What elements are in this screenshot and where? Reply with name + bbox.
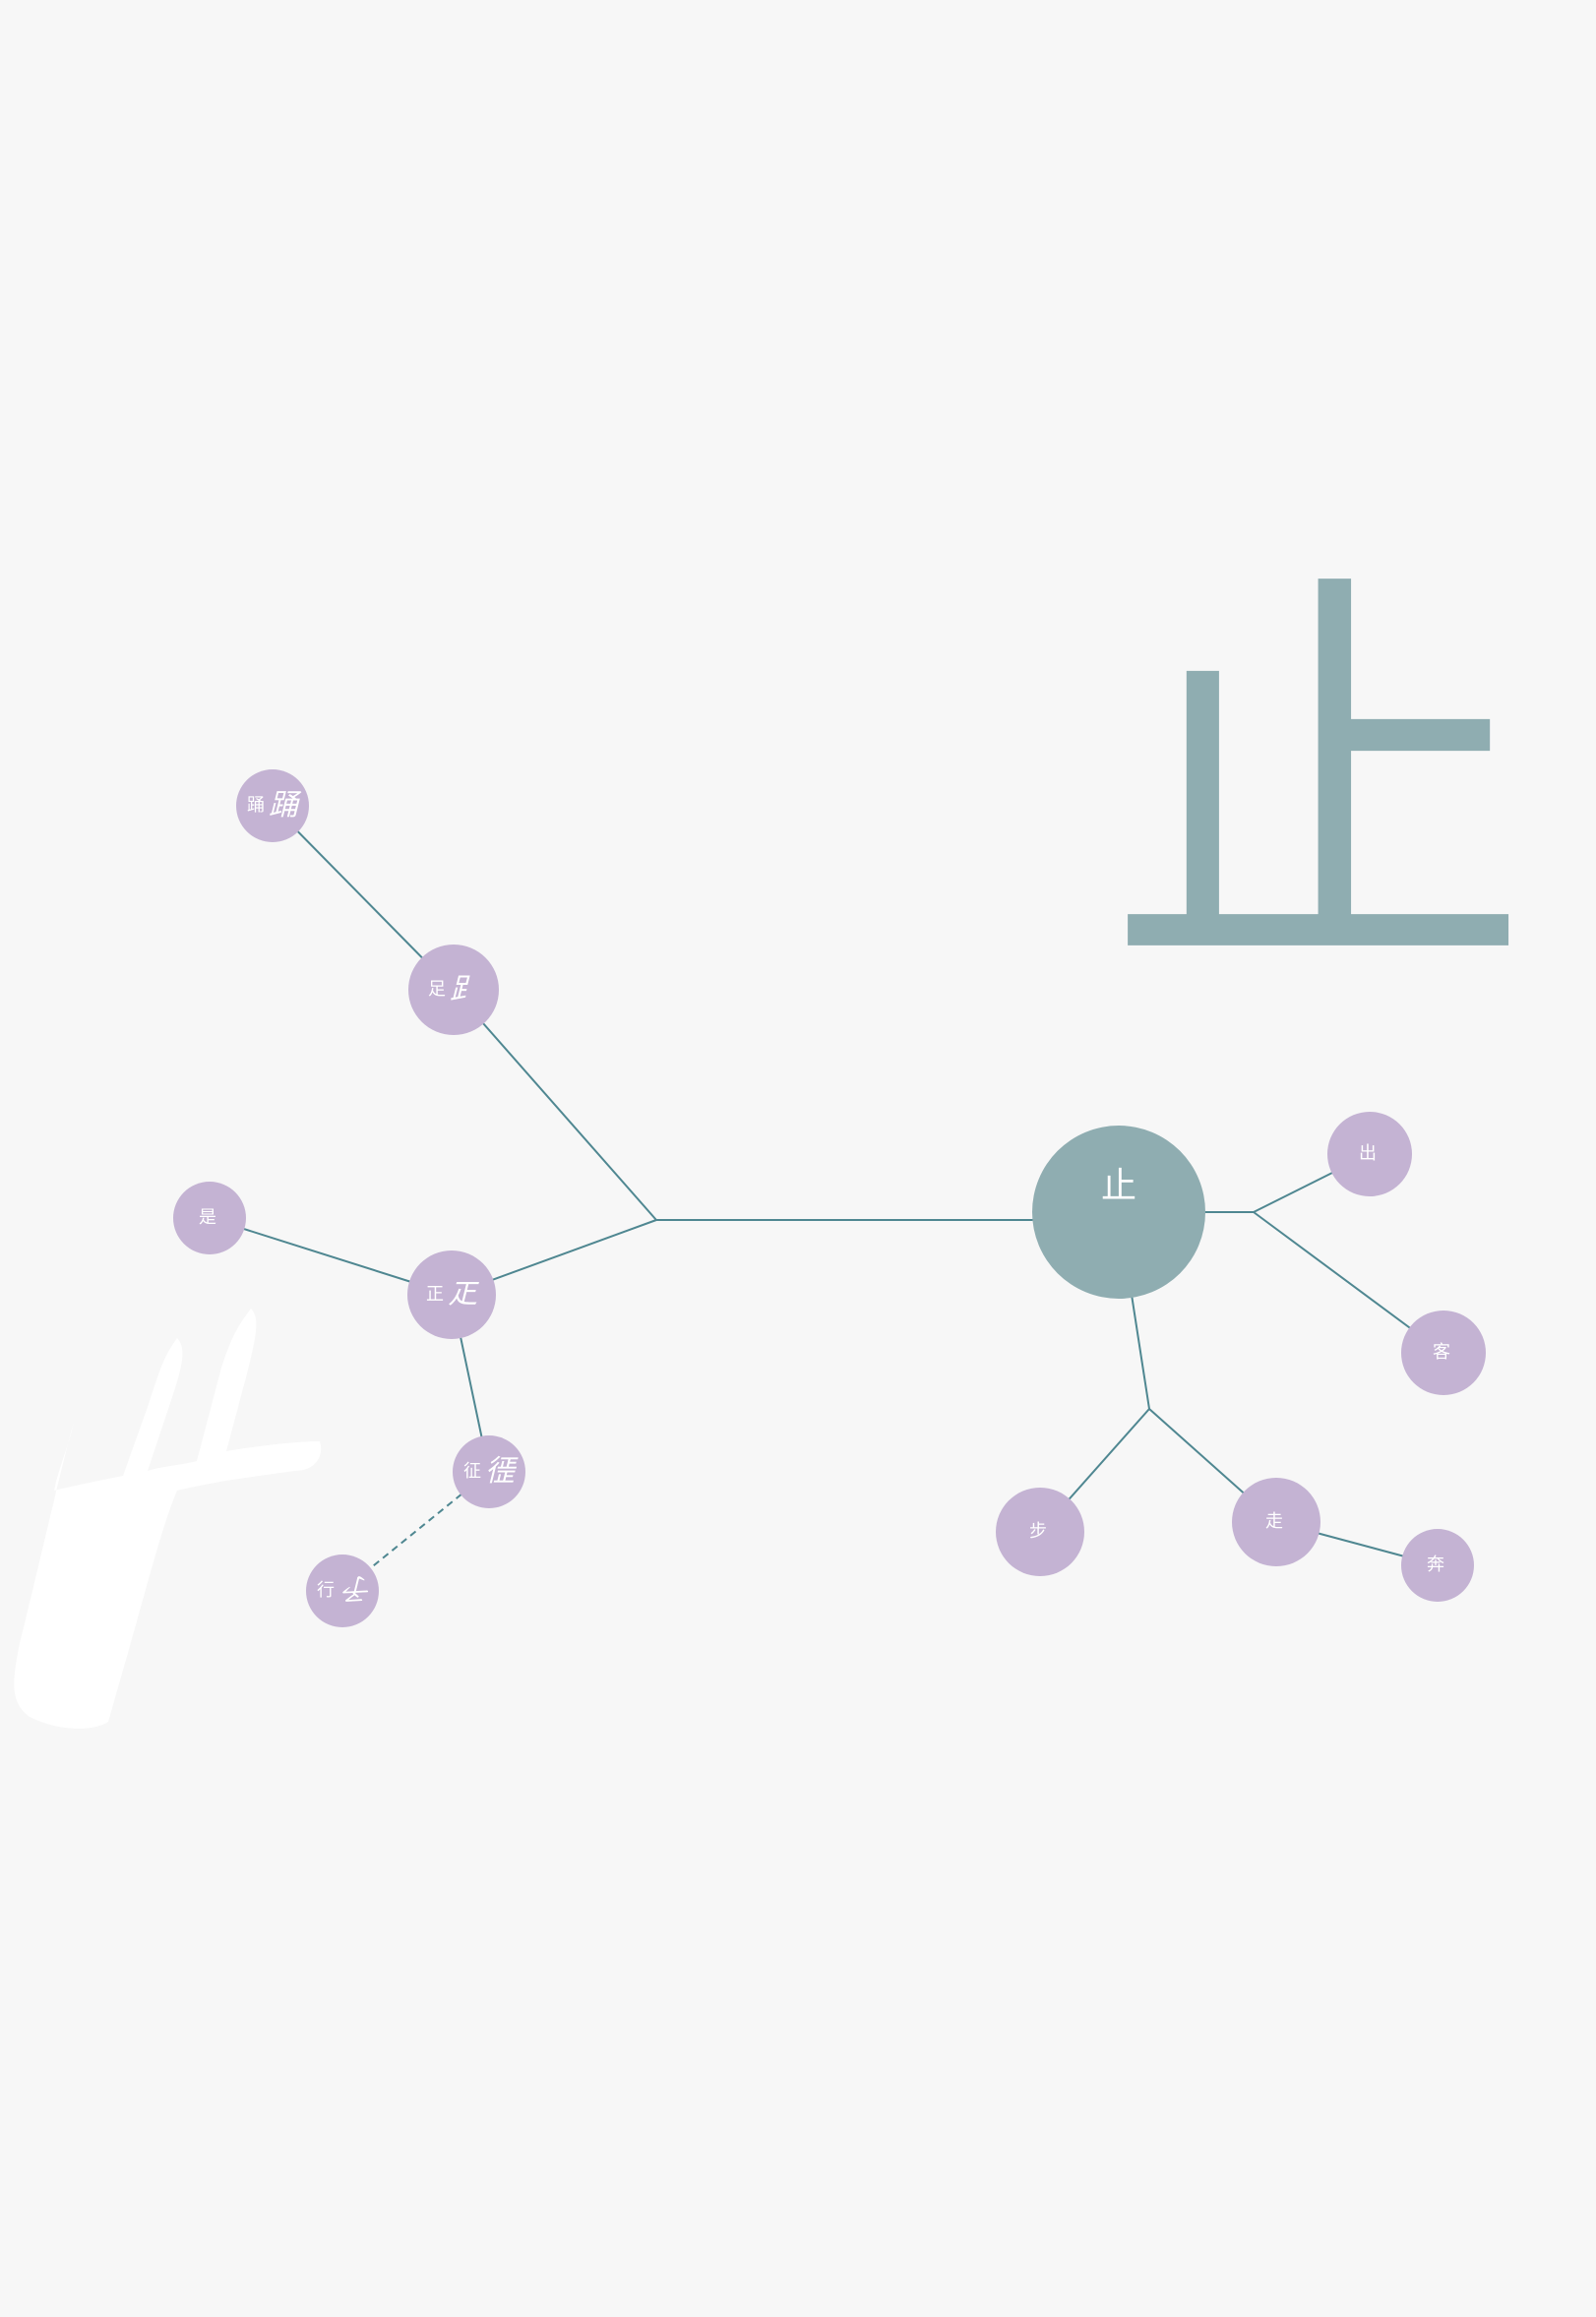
node-ben-modern-char: 奔 bbox=[1427, 1556, 1444, 1574]
node-shi[interactable]: 是𣅀 bbox=[173, 1182, 246, 1254]
large-character: 止 bbox=[1063, 551, 1574, 1023]
node-bu[interactable]: 步𣥔 bbox=[996, 1488, 1084, 1576]
node-ben[interactable]: 奔𡘜 bbox=[1401, 1529, 1474, 1602]
node-xing-modern-char: 行 bbox=[317, 1582, 335, 1600]
node-shi-modern-char: 是 bbox=[199, 1209, 216, 1227]
node-xing-ancient-glyph: 𠄔 bbox=[338, 1576, 368, 1606]
node-bu-modern-char: 步 bbox=[1029, 1523, 1047, 1541]
node-zu[interactable]: 足𧾷 bbox=[408, 945, 499, 1035]
node-ke[interactable]: 客𡧕 bbox=[1401, 1311, 1486, 1395]
node-chu-modern-char: 出 bbox=[1359, 1145, 1377, 1163]
node-yong-modern-char: 踊 bbox=[247, 797, 265, 815]
node-yong-ancient-glyph: 踊 bbox=[269, 791, 298, 821]
edge-hub_left-zu bbox=[454, 990, 656, 1220]
node-zheng[interactable]: 正𤴓 bbox=[407, 1250, 496, 1339]
node-zheng-modern-char: 正 bbox=[426, 1286, 444, 1304]
node-zheng2[interactable]: 征徰 bbox=[453, 1435, 525, 1508]
node-chu[interactable]: 出𡴀 bbox=[1327, 1112, 1412, 1196]
node-zhi[interactable]: 止𠙵 bbox=[1032, 1126, 1205, 1299]
node-zhi-modern-char: 止 bbox=[1101, 1169, 1136, 1204]
oracle-bone-watermark bbox=[0, 1269, 374, 1741]
node-zheng-ancient-glyph: 𤴓 bbox=[448, 1280, 477, 1310]
node-zheng2-modern-char: 征 bbox=[463, 1463, 481, 1481]
node-zu-modern-char: 足 bbox=[428, 981, 446, 999]
node-zou-modern-char: 走 bbox=[1265, 1513, 1283, 1531]
node-zheng2-ancient-glyph: 徰 bbox=[485, 1457, 515, 1487]
node-yong[interactable]: 踊踊 bbox=[236, 769, 309, 842]
node-zou[interactable]: 走𧺆 bbox=[1232, 1478, 1320, 1566]
node-zu-ancient-glyph: 𧾷 bbox=[450, 975, 479, 1005]
node-ke-modern-char: 客 bbox=[1433, 1344, 1450, 1362]
node-xing[interactable]: 行𠄔 bbox=[306, 1555, 379, 1627]
